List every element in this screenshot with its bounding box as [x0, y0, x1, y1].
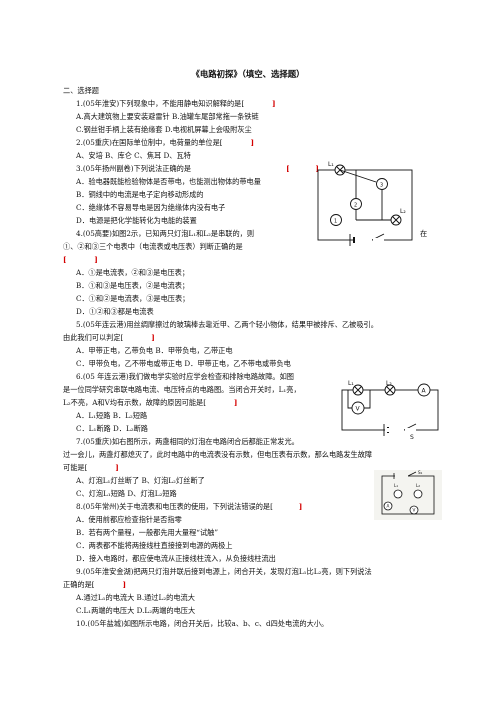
label-l1: L₁	[328, 161, 334, 168]
q6-options-cd: C．L₁断路 D．L₂断路	[76, 424, 148, 433]
lamp-l1	[393, 489, 403, 499]
label-l2: L₂	[400, 208, 406, 215]
q8-option-a: A．使用前都应检查指针是否指零	[76, 515, 182, 524]
voltmeter	[409, 505, 419, 515]
question-7: 7.(05重庆)如右图所示，两盏相同的灯泡在电路闭合后都能正常发光。	[76, 437, 299, 446]
section-heading: 二、选择题	[63, 86, 99, 95]
meter-3	[376, 178, 388, 190]
question-6-cont2: L₂不亮，A和V均有示数，故障的原因可能是[]	[63, 398, 238, 407]
question-5: 5.(05年连云港)用丝绸摩擦过的玻璃棒去靠近甲、乙两个轻小物体，结果甲被排斥、…	[76, 320, 378, 329]
q7-options-cd: C、灯泡L₁短路 D、灯泡L₂短路	[76, 489, 177, 498]
label-v: V	[356, 406, 361, 413]
label-l1: L₁	[394, 483, 398, 488]
question-7-cont: 过一会儿，两盏灯都熄灭了，此时电路中的电流表没有示数，但电压表有示数，那么电路发…	[63, 450, 373, 459]
q7-options-ab: A、灯泡L₁灯丝断了 B、灯泡L₂灯丝断了	[76, 476, 205, 485]
ammeter	[417, 383, 431, 397]
label-meter2: 2	[354, 203, 357, 209]
question-10: 10.(05年盐城)如图所示电路，闭合开关后，比较a、b、c、d四处电流的大小。	[76, 619, 329, 628]
meter-2	[350, 198, 362, 210]
question-2: 2.(05重庆)在国际单位制中，电荷量的单位是[]	[76, 138, 255, 147]
question-5-cont: 由此我们可以判定[]	[63, 333, 155, 342]
q4-option-d: D．①②和③都是电流表	[76, 307, 154, 316]
question-7-cont2: 可能是[]	[63, 463, 119, 472]
q9-options-ab: A.通过L₁的电流大 B.通过L₂的电流大	[76, 593, 195, 602]
question-6: 6.(05 年连云港)我们做电学实验时应学会检查和排除电路故障。如图	[76, 372, 294, 381]
q8-option-c: C．两表都不能将两接线柱直接接到电源的两极上	[76, 541, 233, 550]
q3-option-c: C．绝缘体不容易导电是因为绝缘体内没有电子	[76, 203, 226, 212]
q4-option-c: C．①和②是电流表，③是电压表；	[76, 294, 190, 303]
label-meter3: 3	[380, 183, 383, 189]
q1-options-cd: C.钢丝钳手柄上装有绝缘套 D.电视机屏幕上会吸附灰尘	[76, 125, 252, 134]
label-l2: L₂	[386, 380, 392, 387]
question-4-cont: ①、②和③三个电表中（电流表或电压表）判断正确的是	[63, 242, 243, 251]
q3-option-a: A．验电器既能检验物体是否带电，也能测出物体的带电量	[76, 177, 261, 186]
meter-1	[330, 214, 342, 226]
q5-options-ab: A．甲带正电，乙带负电 B．甲带负电，乙带正电	[76, 346, 233, 355]
label-s: S	[410, 434, 414, 441]
question-8: 8.(05年常州)关于电流表和电压表的使用，下列说法错误的是[]	[76, 502, 303, 511]
label-v: V	[413, 508, 416, 513]
q4-option-a: A．①是电流表，②和③是电压表；	[76, 268, 190, 277]
question-1: 1.(05年淮安)下列现象中，不能用静电知识解释的是[]	[76, 99, 276, 108]
label-a: A	[387, 504, 390, 509]
question-4-bracket: []	[63, 255, 98, 264]
label-l1: L₁	[348, 380, 354, 387]
q3-option-d: D．电源是把化学能转化为电能的装置	[76, 216, 197, 225]
question-9-cont: 正确的是[]	[63, 580, 126, 589]
q1-options-ab: A.高大建筑物上要安装避雷针 B.油罐车尾部常拖一条铁链	[76, 112, 259, 121]
figure-q6-circuit: L₁ L₂ V A S	[341, 380, 439, 441]
label-s1: S₁	[418, 470, 423, 475]
label-l2: L₂	[416, 483, 420, 488]
question-6-cont: 是一位同学研究串联电路电流、电压特点的电路图。当闭合开关时，L₁亮，	[63, 385, 301, 394]
question-9: 9.(05年淮安金湖)把两只灯泡并联后接到电源上，闭合开关，发现灯泡L₁比L₂亮…	[76, 567, 372, 576]
ammeter	[383, 501, 393, 511]
question-4: 4.(05高要)如图2示，已知两只灯泡L₁和L₂是串联的，则	[76, 229, 255, 238]
q6-options-ab: A．L₁短路 B．L₂短路	[76, 411, 148, 420]
q3-option-b: B．铜线中的电流是电子定向移动形成的	[76, 190, 204, 199]
q4-option-b: B．①和③是电压表，②是电流表；	[76, 281, 190, 290]
q2-options: A、安培 B、库仑 C、焦耳 D、瓦特	[76, 151, 191, 160]
question-4-tail: 在	[420, 229, 428, 238]
q8-option-b: B．若有两个量程，一般都先用大量程“试触”	[76, 528, 219, 537]
q5-options-cd: C．甲带负电，乙不带电或带正电 D．甲带正电，乙不带电或带负电	[76, 359, 291, 368]
label-a: A	[422, 388, 427, 395]
figure-q7-circuit: S₁ L₁ L₂ A V	[374, 470, 442, 520]
figure-q4-circuit: L₁ L₂ 1 2 3	[317, 161, 413, 246]
question-3: 3.(05年扬州副卷)下列说法正确的是[]	[76, 164, 319, 173]
q9-options-cd: C.L₁两端的电压大 D.L₂两端的电压大	[76, 606, 196, 615]
lamp-l2	[413, 489, 423, 499]
label-meter1: 1	[334, 219, 337, 225]
q8-option-d: D．接入电路时，都应使电流从正接线柱流入，从负接线柱流出	[76, 554, 276, 563]
page-title: 《电路初探》（填空、选择题）	[191, 69, 305, 79]
